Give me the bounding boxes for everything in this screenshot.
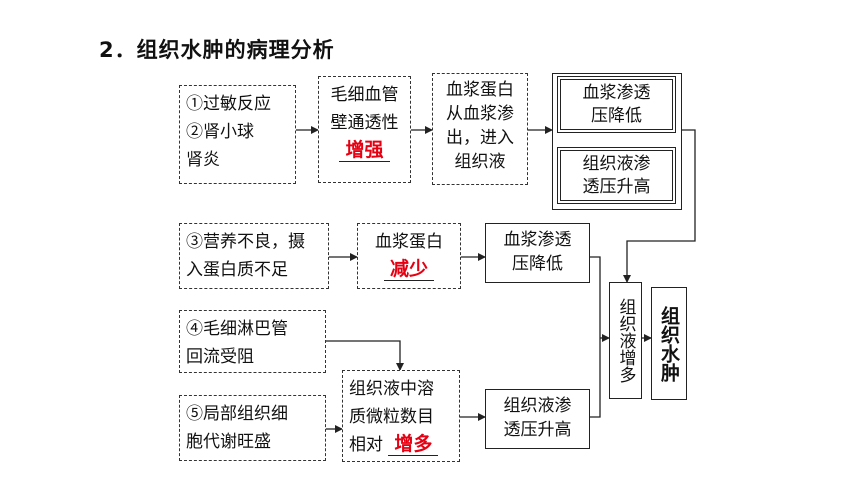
solute-line3: 相对 [349,435,383,455]
tissue-fluid-increase-box: 组织液增多 [609,282,642,399]
capillary-line2: 壁通透性 [330,113,399,133]
plasma-osm-low-top-box: 血浆渗透 压降低 [557,76,676,133]
line-top-pair-to-merge [623,129,696,283]
cause1-line3: 肾炎 [186,150,220,170]
plasma-protein-box: 血浆蛋白 减少 [357,223,461,289]
tissue-osm-high-top-line2: 透压升高 [582,177,651,197]
plasma-leak-box: 血浆蛋白 从血浆渗 出，进入 组织液 [432,73,528,185]
plasma-protein-fill: 减少 [383,258,434,281]
plasma-osm-low-mid-line2: 压降低 [512,254,563,274]
plasma-leak-line3: 出，进入 [446,128,514,148]
plasma-leak-line4: 组织液 [454,152,506,172]
cause3-line1: ③营养不良，摄 [186,232,305,252]
plasma-leak-line2: 从血浆渗 [446,104,514,124]
arrow-cause4-to-solute [326,340,404,371]
cause1-line1: ①过敏反应 [186,94,271,114]
solute-fill: 增多 [388,433,439,456]
capillary-line1: 毛细血管 [330,85,399,105]
capillary-box: 毛细血管 壁通透性 增强 [318,76,411,183]
plasma-leak-line1: 血浆蛋白 [446,80,514,100]
cause4-line1: ④毛细淋巴管 [186,319,288,339]
plasma-osm-low-top-line1: 血浆渗透 [582,83,651,103]
cause1-line2: ②肾小球 [186,122,254,142]
solute-line3-wrap: 相对 增多 [349,431,453,459]
tissue-osm-high-bottom-line2: 透压升高 [503,420,572,440]
solute-line1: 组织液中溶 [349,379,434,399]
solute-box: 组织液中溶 质微粒数目 相对 增多 [342,370,460,462]
capillary-fill: 增强 [339,139,390,162]
cause4-box: ④毛细淋巴管 回流受阻 [179,310,326,373]
page-title: 2．组织水肿的病理分析 [99,38,335,62]
cause5-line2: 胞代谢旺盛 [186,432,271,452]
solute-line2: 质微粒数目 [349,407,434,427]
line-mid-to-merge [590,256,601,338]
cause3-line2: 入蛋白质不足 [186,260,288,280]
line-bottom-to-merge [590,338,601,418]
tissue-osm-high-bottom-box: 组织液渗 透压升高 [485,389,590,449]
plasma-protein-line1: 血浆蛋白 [375,232,443,252]
edema-box: 组织水肿 [651,287,687,400]
plasma-osm-low-mid-line1: 血浆渗透 [503,230,572,250]
cause5-box: ⑤局部组织细 胞代谢旺盛 [179,395,326,461]
tissue-osm-high-top-box: 组织液渗 透压升高 [557,147,676,204]
plasma-osm-low-mid-box: 血浆渗透 压降低 [485,223,590,283]
cause5-line1: ⑤局部组织细 [186,404,288,424]
cause3-box: ③营养不良，摄 入蛋白质不足 [179,223,329,289]
tissue-osm-high-bottom-line1: 组织液渗 [503,396,572,416]
tissue-osm-high-top-line1: 组织液渗 [582,154,651,174]
cause4-line2: 回流受阻 [186,347,254,367]
plasma-osm-low-top-line2: 压降低 [591,106,642,126]
cause1-box: ①过敏反应 ②肾小球 肾炎 [179,85,296,184]
